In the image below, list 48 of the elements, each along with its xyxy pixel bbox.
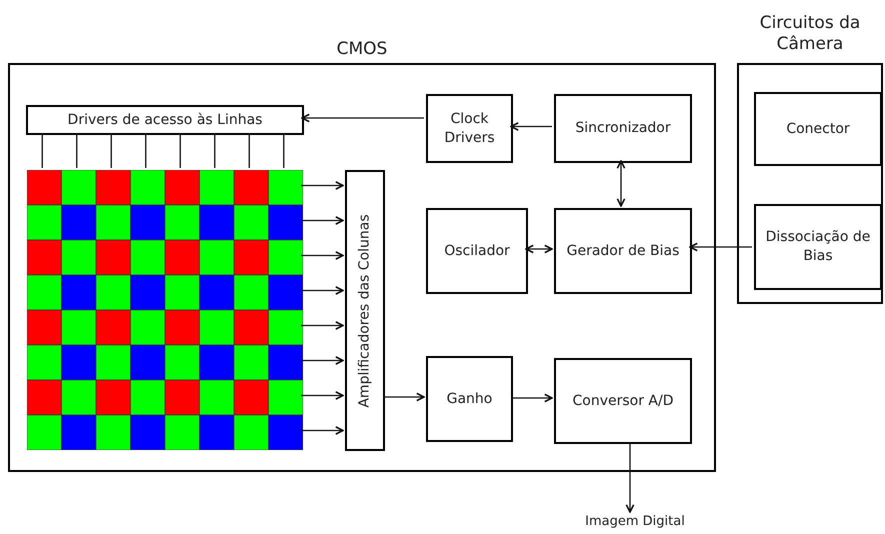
connector-line	[42, 133, 43, 168]
arrow	[510, 122, 552, 131]
block-box	[426, 356, 513, 442]
block-box	[345, 170, 385, 451]
connector-line	[180, 133, 181, 168]
connector-line	[76, 133, 78, 168]
block-label: Conversor A/D	[572, 392, 674, 410]
arrow	[301, 286, 344, 295]
arrow	[301, 181, 344, 190]
block-box	[554, 94, 692, 163]
arrow	[301, 216, 344, 225]
block-label: Drivers de acesso às Linhas	[68, 110, 262, 130]
arrow	[626, 442, 634, 513]
connector-line	[110, 133, 112, 168]
arrow	[301, 251, 344, 260]
block-box	[426, 208, 528, 294]
block-box	[554, 208, 692, 294]
output-label: Imagem Digital	[585, 513, 685, 532]
block-label: Oscilador	[444, 242, 510, 260]
pixel-array-drawing	[27, 170, 303, 450]
arrow	[301, 321, 344, 330]
block-label: Sincronizador	[575, 119, 671, 138]
connector-line	[214, 133, 216, 168]
arrow	[616, 160, 626, 207]
arrow	[301, 356, 344, 365]
block-label: Amplificadores das Colunas	[356, 214, 374, 408]
connector-line	[248, 133, 250, 168]
block-label: Dissociação de Bias	[764, 228, 872, 266]
arrow	[301, 426, 344, 435]
arrow	[301, 391, 344, 400]
block-box	[754, 92, 882, 166]
connector-line	[145, 133, 146, 168]
block-label: Clock Drivers	[443, 110, 496, 148]
block-box	[554, 358, 692, 444]
arrow	[689, 242, 752, 252]
block-label: Ganho	[446, 390, 492, 408]
arrow	[525, 244, 553, 254]
arrow	[301, 114, 424, 122]
block-box	[426, 94, 513, 163]
arrow	[511, 394, 553, 402]
arrow	[383, 392, 425, 402]
block-box	[26, 105, 304, 135]
container-title: Circuitos da Câmera	[758, 13, 862, 55]
container-title: CMOS	[336, 39, 388, 60]
block-label: Conector	[786, 120, 850, 138]
block-box	[754, 204, 882, 290]
block-label: Gerador de Bias	[566, 242, 680, 260]
connector-line	[283, 133, 284, 168]
